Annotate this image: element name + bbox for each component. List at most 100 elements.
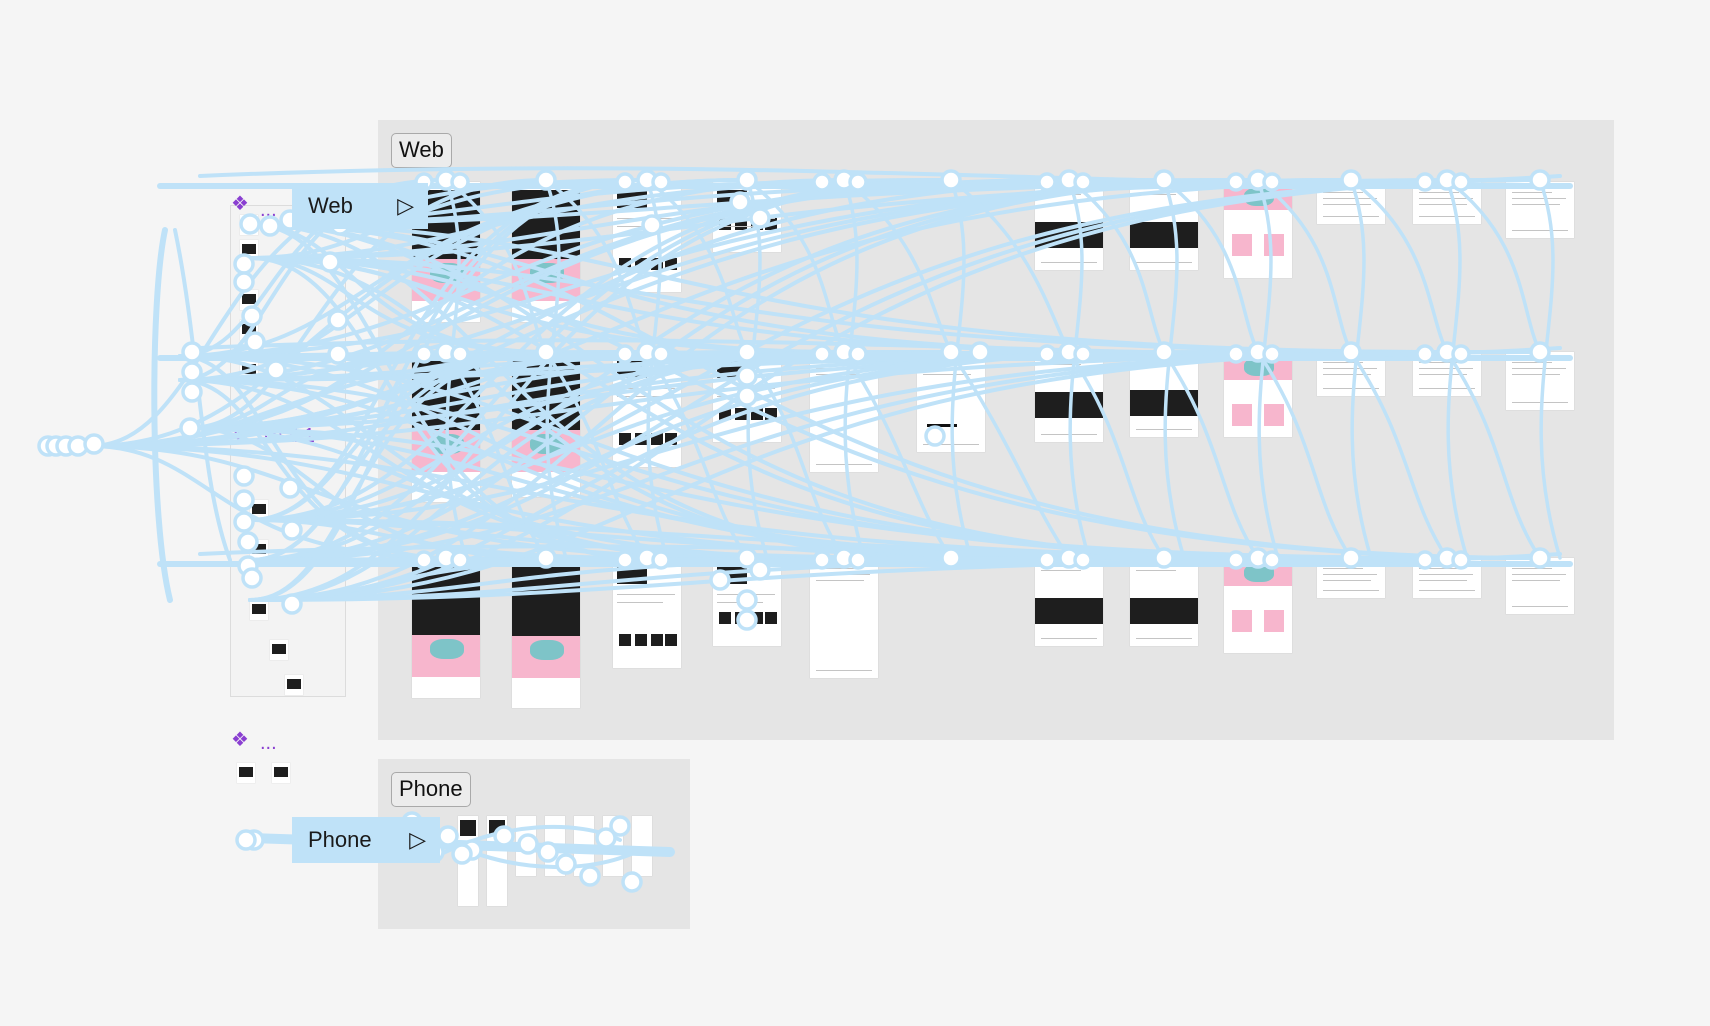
phone-screen-frame[interactable]: [603, 816, 623, 876]
thumbnail-shape: [274, 767, 288, 777]
thumbnail-shape: [1512, 574, 1566, 575]
play-icon[interactable]: ▷: [409, 827, 426, 852]
screen-frame[interactable]: [810, 558, 878, 678]
thumbnail-shape: [1419, 198, 1473, 199]
screen-frame[interactable]: [1506, 352, 1574, 410]
screen-frame[interactable]: [1035, 352, 1103, 442]
thumbnail-shape: [665, 433, 677, 445]
thumbnail-shape: [816, 670, 872, 671]
component-more-label[interactable]: ...: [260, 199, 277, 221]
screen-frame[interactable]: [613, 352, 681, 467]
thumbnail-shape: [617, 226, 663, 227]
component-thumbnail[interactable]: [250, 500, 268, 520]
screen-frame[interactable]: [412, 352, 480, 502]
component-thumbnail[interactable]: [270, 640, 288, 660]
thumbnail-shape: [1512, 402, 1568, 403]
component-thumbnail[interactable]: [240, 290, 258, 310]
thumbnail-shape: [1264, 610, 1284, 632]
component-thumbnail[interactable]: [272, 763, 290, 783]
connection-node: [181, 361, 203, 383]
thumbnail-shape: [1041, 364, 1081, 365]
screen-frame[interactable]: [512, 352, 580, 497]
phone-screen-frame[interactable]: [516, 816, 536, 876]
screen-frame[interactable]: [1130, 182, 1198, 270]
component-thumbnail[interactable]: [240, 320, 258, 340]
thumbnail-shape: [1232, 234, 1252, 256]
web-section-label[interactable]: Web: [391, 133, 452, 168]
screen-frame[interactable]: [1035, 558, 1103, 646]
component-thumbnail[interactable]: [237, 763, 255, 783]
connection-node: [181, 381, 203, 403]
component-thumbnail[interactable]: [250, 540, 268, 560]
screen-frame[interactable]: [512, 182, 580, 322]
screen-frame[interactable]: [1413, 182, 1481, 224]
thumbnail-shape: [1323, 590, 1379, 591]
thumbnail-shape: [1244, 564, 1274, 582]
connection-node: [37, 435, 59, 457]
thumbnail-shape: [923, 444, 979, 445]
thumbnail-shape: [1130, 390, 1198, 417]
screen-frame[interactable]: [1413, 558, 1481, 598]
screen-frame[interactable]: [713, 558, 781, 646]
thumbnail-shape: [1323, 368, 1377, 369]
component-thumbnail[interactable]: [240, 240, 258, 260]
screen-frame[interactable]: [1035, 182, 1103, 270]
screen-frame[interactable]: [1317, 182, 1385, 224]
screen-frame[interactable]: [1224, 352, 1292, 437]
phone-screen-frame[interactable]: [574, 816, 594, 876]
thumbnail-shape: [816, 374, 864, 375]
component-trial-label[interactable]: Trial 1: [260, 425, 315, 447]
component-thumbnail[interactable]: [250, 600, 268, 620]
thumbnail-shape: [751, 218, 763, 230]
thumbnail-shape: [1136, 638, 1192, 639]
screen-frame[interactable]: [1224, 558, 1292, 653]
screen-frame[interactable]: [917, 352, 985, 452]
screen-frame[interactable]: [1317, 558, 1385, 598]
component-column[interactable]: [230, 205, 346, 697]
thumbnail-shape: [1419, 204, 1467, 205]
flow-start-web[interactable]: Web ▷: [292, 183, 428, 229]
thumbnail-shape: [651, 258, 663, 270]
thumbnail-shape: [717, 594, 775, 595]
phone-screen-frame[interactable]: [487, 816, 507, 906]
component-thumbnail[interactable]: [240, 360, 258, 380]
thumbnail-shape: [816, 574, 870, 575]
component-thumbnail[interactable]: [240, 215, 258, 235]
flow-start-phone[interactable]: Phone ▷: [292, 817, 440, 863]
screen-frame[interactable]: [1506, 558, 1574, 614]
screen-frame[interactable]: [713, 352, 781, 442]
screen-frame[interactable]: [512, 558, 580, 708]
phone-section-label[interactable]: Phone: [391, 772, 471, 807]
thumbnail-shape: [412, 566, 480, 636]
component-thumbnail[interactable]: [285, 675, 303, 695]
phone-screen-frame[interactable]: [458, 816, 478, 906]
thumbnail-shape: [1244, 188, 1274, 206]
thumbnail-shape: [1419, 568, 1459, 569]
connection-node: [243, 829, 265, 851]
screen-frame[interactable]: [810, 352, 878, 472]
screen-frame[interactable]: [1224, 182, 1292, 278]
thumbnail-shape: [617, 388, 675, 389]
connection-wire: [151, 227, 173, 603]
screen-frame[interactable]: [1506, 182, 1574, 238]
screen-frame[interactable]: [713, 182, 781, 252]
thumbnail-shape: [619, 634, 631, 646]
flow-phone-label: Phone: [308, 827, 372, 852]
screen-frame[interactable]: [1317, 352, 1385, 396]
thumbnail-shape: [717, 190, 747, 208]
thumbnail-shape: [252, 544, 266, 554]
screen-frame[interactable]: [1130, 558, 1198, 646]
connection-wire: [173, 228, 232, 562]
screen-frame[interactable]: [613, 182, 681, 292]
phone-screen-frame[interactable]: [632, 816, 652, 876]
flow-web-label: Web: [308, 193, 353, 218]
phone-screen-frame[interactable]: [545, 816, 565, 876]
thumbnail-shape: [765, 408, 777, 420]
screen-frame[interactable]: [1413, 352, 1481, 396]
component-more-label[interactable]: ...: [260, 732, 277, 754]
play-icon[interactable]: ▷: [397, 193, 414, 218]
screen-frame[interactable]: [613, 558, 681, 668]
screen-frame[interactable]: [1130, 352, 1198, 437]
screen-frame[interactable]: [412, 558, 480, 698]
